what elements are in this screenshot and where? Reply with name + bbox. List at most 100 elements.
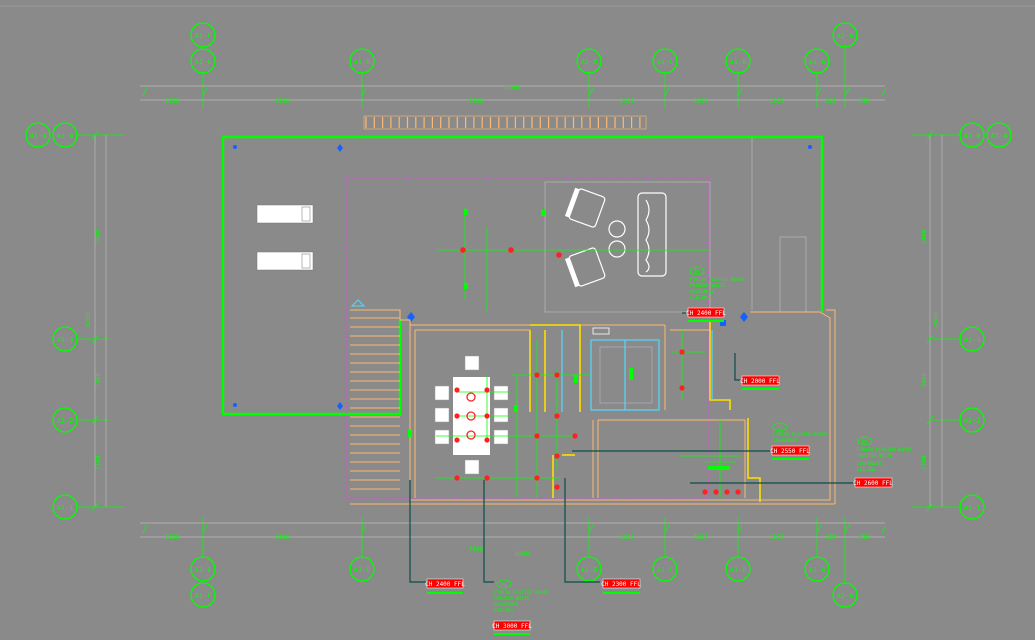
pendant-lights — [466, 392, 476, 440]
dining-set — [434, 355, 509, 475]
grid-bubble — [576, 556, 602, 582]
terrace-boundary — [221, 135, 824, 416]
roof-boundary — [345, 177, 710, 499]
dining-chair — [434, 429, 450, 445]
grid-label: A1-E — [195, 58, 212, 66]
dimension-ticks — [91, 87, 934, 534]
top-total-dimension: 8600 — [505, 85, 520, 92]
grid-bubble — [959, 122, 985, 148]
staircase — [350, 317, 400, 490]
grid-label: A1-D — [354, 566, 371, 574]
top-dim-2: 3300 — [275, 98, 290, 105]
note-line: CEILING — [690, 295, 709, 301]
level-tag-3: CH 2550 FFL — [770, 445, 810, 456]
interior-walls — [350, 309, 836, 505]
sofa — [637, 192, 667, 277]
pergola-outline — [363, 115, 647, 130]
vanity-fixture — [592, 327, 610, 335]
bottom-dim-2: 3300 — [275, 534, 290, 541]
grid-label: A1-C — [657, 58, 674, 66]
dining-chair — [464, 459, 480, 475]
dining-chair — [434, 385, 450, 401]
glass-partitions — [561, 330, 713, 412]
note-line: SUSPENDED — [690, 289, 715, 295]
grid-bubble — [190, 582, 216, 608]
bottom-dim-7: 300 — [826, 534, 837, 541]
level-tag-text: CH 2300 FFL — [601, 581, 641, 588]
level-tag-1: CH 2400 FFL — [686, 307, 726, 318]
bottom-dim-8: 950 — [859, 534, 870, 541]
level-tags: CH 2400 FFL CH 2000 FFL CH 2550 FFL CH 2… — [425, 307, 893, 631]
grid-label: A1-A — [809, 566, 827, 574]
note-line: PAINTED WHITE — [494, 596, 530, 602]
note-code: D1 — [777, 425, 783, 431]
grid-label: A1-B — [730, 58, 747, 66]
grid-bubble — [52, 122, 78, 148]
note-line: FINISH PLASTER BOARD — [690, 277, 744, 283]
grid-label: A1-D — [354, 58, 371, 66]
yellow-partitions — [529, 320, 761, 502]
sun-loungers — [256, 204, 314, 271]
stair-arrow — [350, 299, 366, 307]
grid-bubble — [652, 556, 678, 582]
grid-bubble-labels: A1-F A1-E A1-D A1-D A1-C A1-B A1-A A1-A … — [30, 32, 1008, 600]
lounger-2 — [256, 251, 314, 271]
grid-bubble — [725, 48, 751, 74]
grid-label: A1-A — [809, 58, 827, 66]
leader-lines — [409, 312, 855, 583]
grid-bubble — [832, 22, 858, 48]
grid-label: A1-E — [195, 566, 212, 574]
grid-label: A1-4 — [964, 132, 981, 140]
side-table — [608, 220, 626, 238]
note-line: PAINTED WHITE — [857, 453, 893, 459]
grid-bubble — [25, 122, 51, 148]
pergola-slats — [365, 117, 641, 128]
lounge-furniture — [568, 188, 667, 287]
grid-bubble — [52, 326, 78, 352]
note-line: CEILING — [494, 608, 513, 614]
left-dim-3: 1800 — [95, 372, 102, 387]
grid-bubble — [832, 582, 858, 608]
ceiling-notes: D1 FINISH PLASTER BOARD PAINTED WHITE SU… — [494, 266, 911, 614]
top-dim-4: 1025 — [620, 98, 635, 105]
grid-bubble — [959, 326, 985, 352]
grid-bubble — [190, 22, 216, 48]
top-dim-6: 1075 — [770, 98, 785, 105]
small-tag-marks — [408, 209, 730, 470]
ceiling-note-3: D1 FINISH PLASTER BOARD PAINTED WHITE SU… — [857, 436, 911, 473]
level-tag-4: CH 2600 FFL — [853, 477, 893, 488]
grid-bubble — [804, 48, 830, 74]
grid-label: A1-B — [730, 566, 747, 574]
grid-label: A1-4 — [57, 132, 74, 140]
grid-label: A1-A — [837, 32, 855, 40]
note-line: SUSPENDED — [773, 438, 798, 444]
grid-label: A1-D — [581, 566, 598, 574]
level-tag-text: CH 2550 FFL — [770, 448, 810, 455]
note-line: PAINTED WHITE — [690, 283, 726, 289]
level-tag-2: CH 2000 FFL — [740, 375, 780, 386]
top-dim-7: 300 — [826, 98, 837, 105]
grid-bubble — [652, 48, 678, 74]
grid-label: A1-1 — [57, 504, 74, 512]
downlights-terrace — [460, 247, 562, 258]
note-line: FINISH PLASTER BOARD — [773, 432, 827, 438]
grid-label: A1-1 — [964, 504, 981, 512]
note-code: D1 — [501, 582, 507, 588]
grid-bubble — [190, 556, 216, 582]
grid-bubble — [190, 48, 216, 74]
bottom-dim-5: 1050 — [694, 534, 709, 541]
dining-chair — [464, 355, 480, 371]
bottom-dim-1: 2150 — [165, 534, 180, 541]
level-tag-7: CH 3000 FFL — [492, 620, 532, 631]
grid-label: A1-3 — [964, 336, 981, 344]
grid-bubble — [52, 407, 78, 433]
level-tag-underlines — [427, 320, 809, 635]
left-dim-4: 2700 — [95, 455, 102, 470]
grid-bubbles — [25, 22, 1012, 608]
level-tag-text: CH 2400 FFL — [686, 310, 726, 317]
bottom-dim-3: 3000 — [469, 546, 484, 553]
grid-bubble — [959, 407, 985, 433]
note-line: CEILING — [857, 467, 876, 473]
dining-chair — [493, 407, 509, 423]
